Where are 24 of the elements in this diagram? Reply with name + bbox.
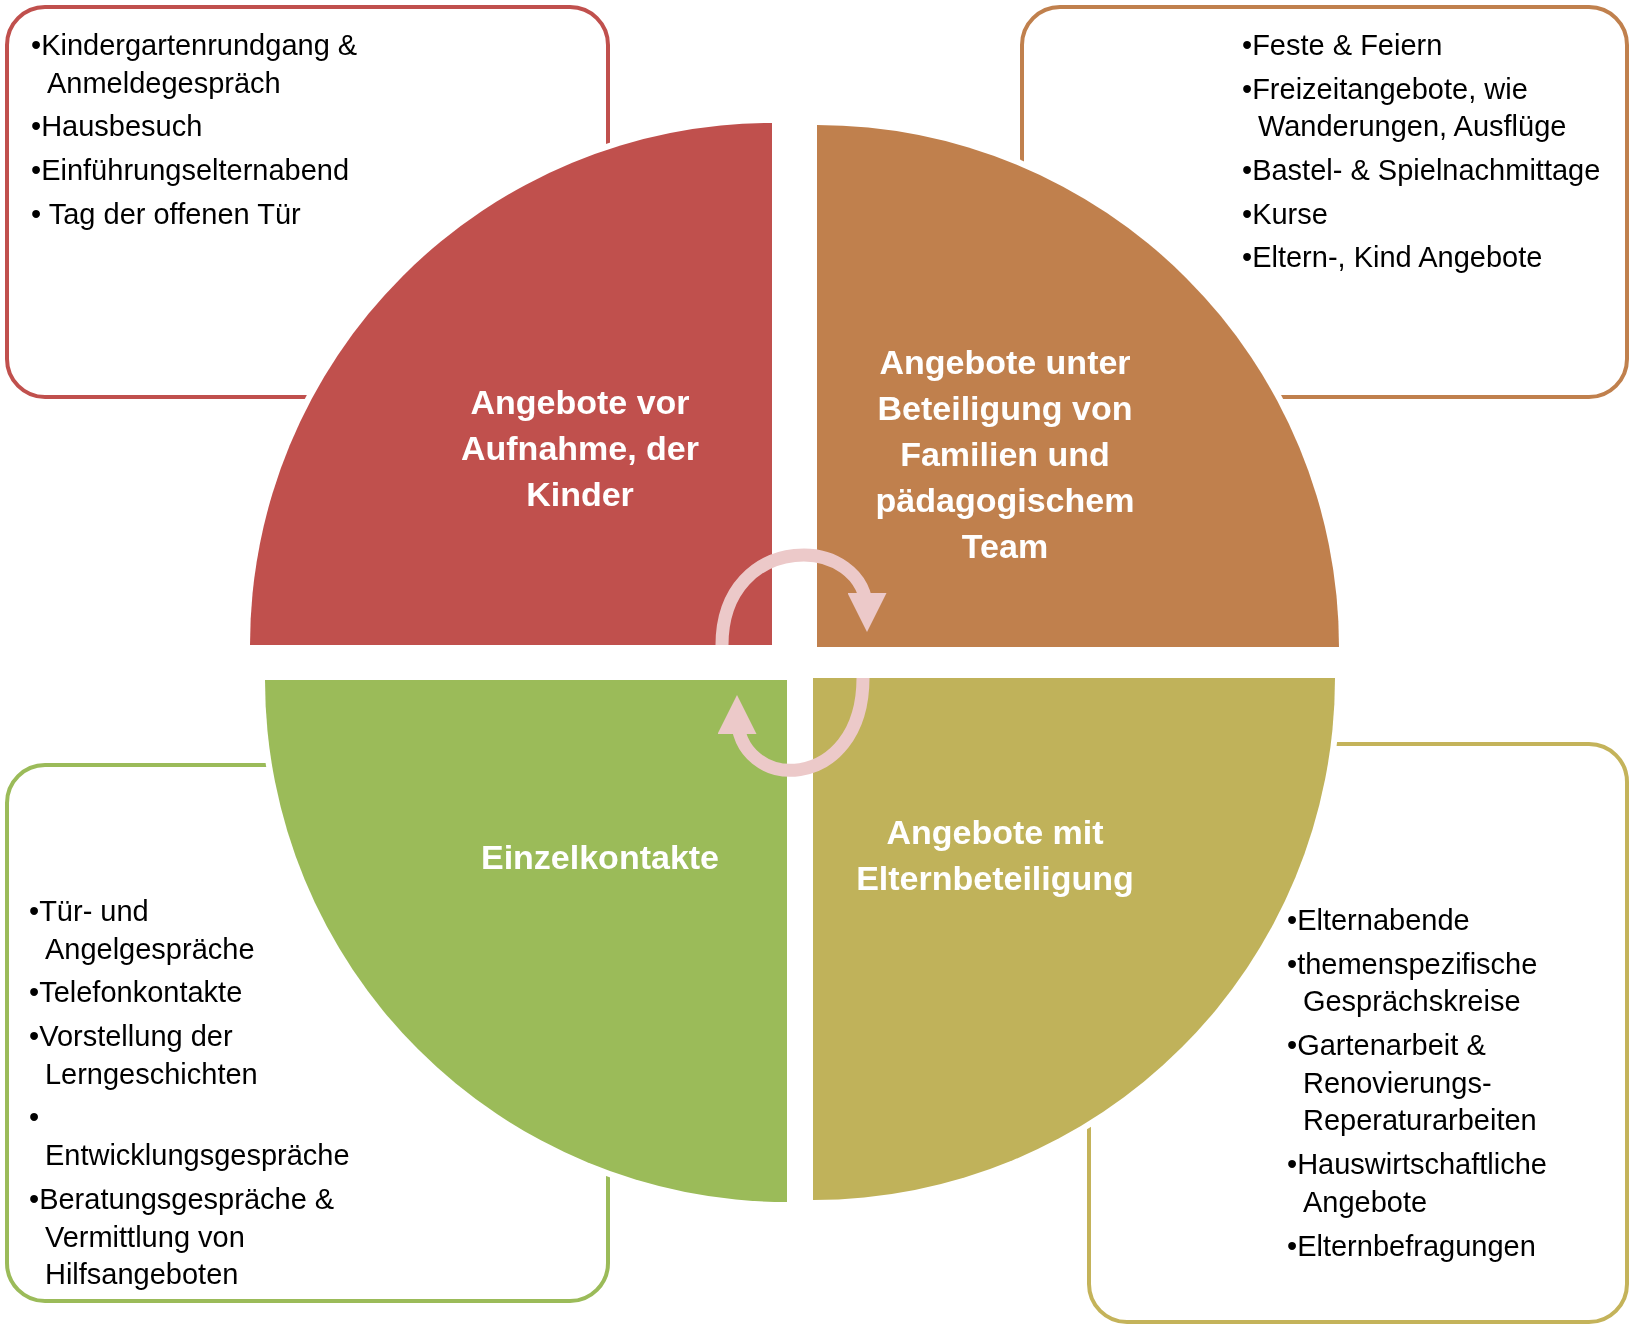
bullet-item: •Feste & Feiern [1242,28,1444,63]
bullet-item: • Tag der offenen Tür [31,196,302,232]
bullet-item: •Kindergartenrundgang & Anmeldegespräch [31,28,359,101]
curved-arrow [715,548,884,646]
bullet-item: •Elternbefragungen [1287,1228,1537,1264]
quadrant-label: Angebote vor Aufnahme, der Kinder [459,382,700,515]
bullet-item: •Hauswirtschaftliche Angebote [1287,1147,1548,1220]
bullet-item: •Bastel- & Spielnachmittage [1242,153,1602,189]
bullet-item: •Einführungselternabend [31,153,351,189]
bullet-item: •Gartenarbeit & Renovierungs- Reperaturarbeiten [1287,1028,1538,1139]
bullet-item: •Hausbesuch [31,109,204,145]
bullet-item: •Beratungsgespräche & Vermittlung von Hilfsangeboten [29,1181,336,1293]
bullet-item: • Entwicklungsgespräche [29,1100,351,1174]
quadrant-label: Einzelkontakte [479,837,721,878]
bullet-item: •themenspezifische Gesprächskreise [1287,946,1539,1020]
bullet-item: •Tür- und Angelgespräche [29,894,256,967]
bullet-item: •Elternabende [1287,903,1471,938]
bullet-item: •Telefonkontakte [29,975,244,1011]
bullet-item: •Eltern-, Kind Angebote [1242,240,1544,276]
quadrant-label: Angebote mit Elternbeteiligung [855,812,1135,899]
bullet-item: •Kurse [1242,196,1329,232]
bullet-item: •Freizeitangebote, wie Wanderungen, Ausflüge [1242,71,1568,145]
bullet-item: •Vorstellung der Lerngeschichten [29,1019,259,1092]
quadrant-label: Angebote unter Beteiligung von Familien und pädagogischem Team [874,342,1136,567]
